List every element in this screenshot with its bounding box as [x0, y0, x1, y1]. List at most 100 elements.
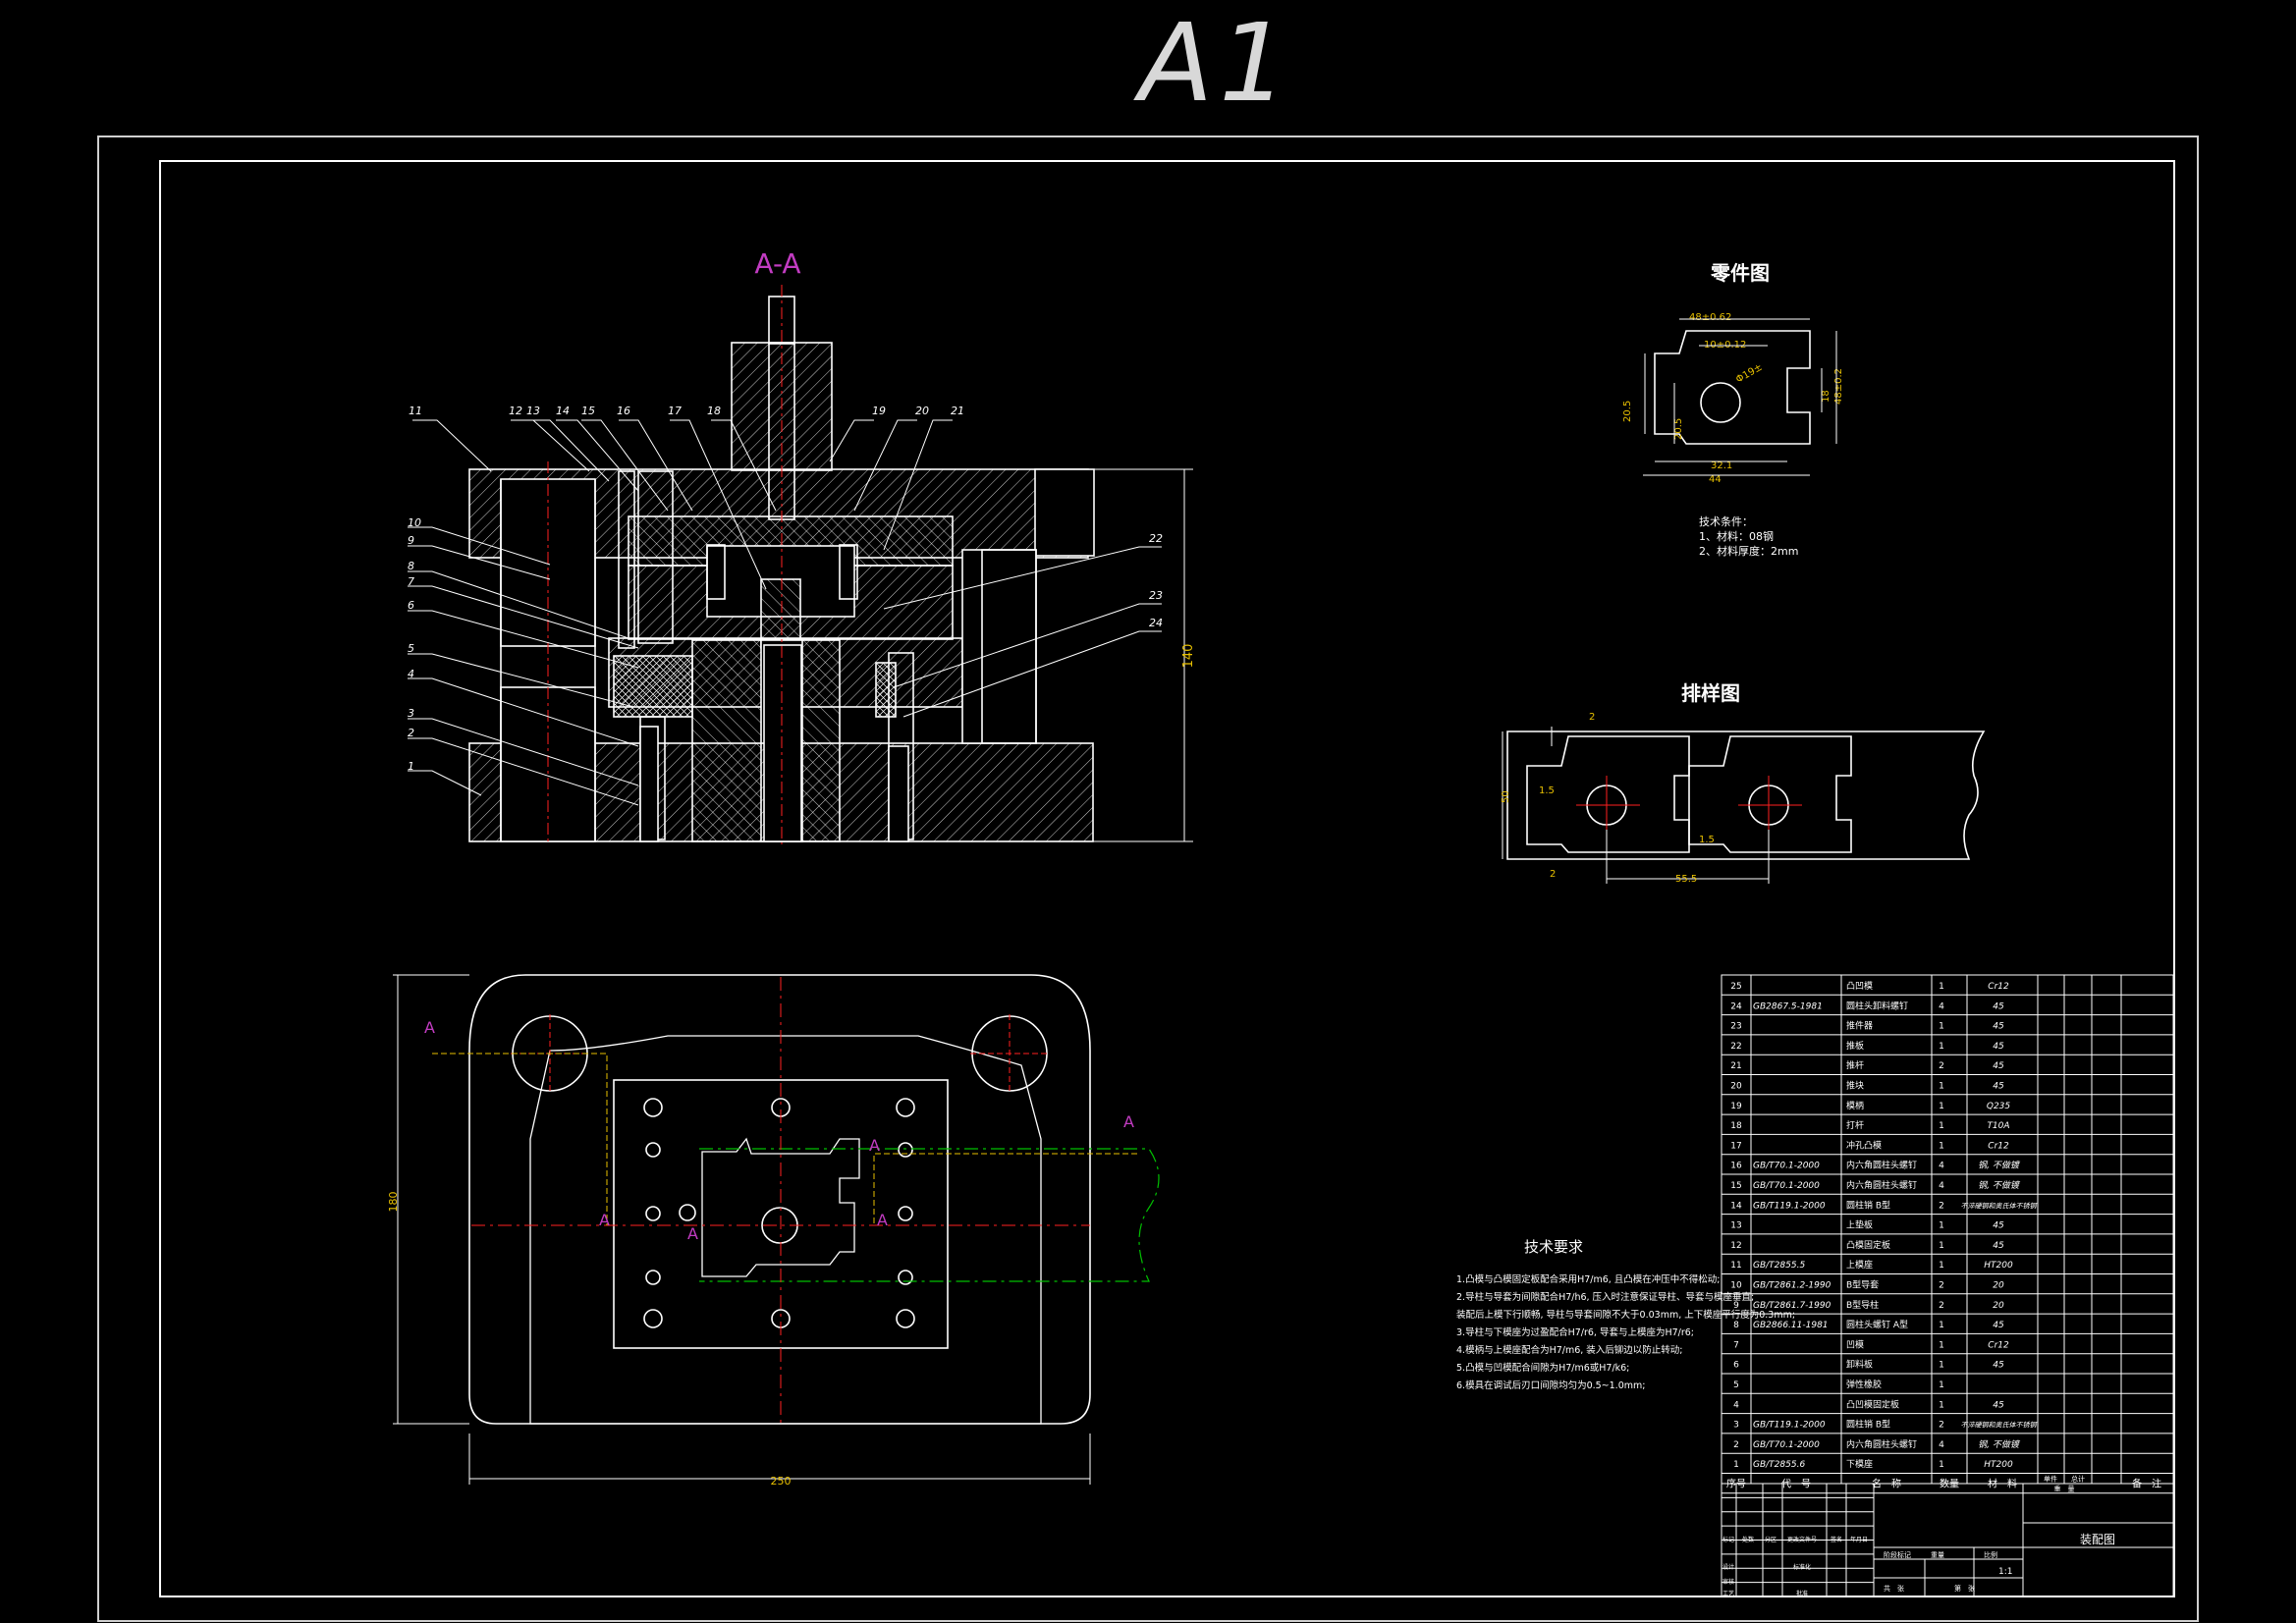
bom-cell: 1 — [1939, 1121, 1944, 1131]
bom-cell: 12 — [1730, 1241, 1741, 1251]
bom-cell: 21 — [1730, 1061, 1741, 1071]
bom-cell: GB2867.5-1981 — [1753, 1001, 1823, 1011]
callout-16: 16 — [617, 405, 630, 417]
callout-13: 13 — [526, 405, 540, 417]
inner-frame — [159, 160, 2175, 1597]
cut-label-a1: A — [424, 1018, 435, 1037]
tech-req-line-6: 5.凸模与凹模配合间隙为H7/m6或H7/k6; — [1456, 1362, 1629, 1374]
callout-18: 18 — [707, 405, 721, 417]
callout-2: 2 — [408, 727, 414, 739]
bom-cell: 24 — [1730, 1001, 1742, 1011]
bom-cell: T10A — [1987, 1121, 2009, 1131]
strip-boundary — [1506, 730, 1986, 860]
outer-frame — [97, 135, 2199, 1622]
callout-7: 7 — [408, 575, 414, 588]
bom-header-cell: 单件 — [2044, 1475, 2057, 1484]
dim-phi19: Φ19± — [1734, 362, 1765, 386]
title-cell-sheets: 共 张 — [1884, 1584, 1904, 1593]
callout-23: 23 — [1149, 589, 1163, 602]
bom-cell: 20 — [1993, 1301, 2004, 1311]
bom-cell: 6 — [1733, 1361, 1739, 1371]
bom-cell: 2 — [1939, 1201, 1944, 1211]
callout-leaders — [408, 419, 1162, 806]
bom-cell: 圆柱头卸料螺钉 — [1846, 1000, 1908, 1011]
callout-24: 24 — [1149, 617, 1163, 629]
bom-cell: 15 — [1730, 1181, 1741, 1191]
bom-cell: 9 — [1733, 1301, 1739, 1311]
tech-req-line-3: 装配后上模下行顺畅, 导柱与导套间隙不大于0.03mm, 上下模座平行度为0.3… — [1456, 1309, 1795, 1321]
bom-cell: 45 — [1993, 1001, 2004, 1011]
bom-cell: 45 — [1993, 1022, 2004, 1032]
bom-cell: GB/T2855.5 — [1753, 1261, 1805, 1271]
callout-6: 6 — [408, 599, 414, 612]
callout-15: 15 — [581, 405, 595, 417]
bom-cell: 模柄 — [1846, 1100, 1864, 1111]
bom-cell: Q235 — [1987, 1102, 2011, 1111]
bom-cell: 23 — [1730, 1022, 1741, 1032]
dim-20-5b: 20.5 — [1673, 418, 1684, 440]
bom-cell: 凸模固定板 — [1846, 1239, 1890, 1251]
bom-cell: 4 — [1733, 1400, 1739, 1410]
bom-cell: 8 — [1733, 1321, 1739, 1330]
bom-cell: 20 — [1993, 1281, 2004, 1291]
part-drawing: 零件图 48±0.62 10±0.12 Φ19± 20.5 20.5 32.1 … — [1622, 261, 1844, 558]
tech-requirements: 技术要求 1.凸模与凸模固定板配合采用H7/m6, 且凸模在冲压中不得松动; 2… — [1456, 1238, 1795, 1391]
title-cell: 设计 — [1722, 1563, 1734, 1571]
section-label: A-A — [754, 247, 800, 280]
bom-cell: 上模座 — [1846, 1259, 1873, 1271]
part-drawing-title: 零件图 — [1710, 261, 1770, 285]
bom-cell: 上垫板 — [1846, 1219, 1873, 1231]
callout-12: 12 — [509, 405, 522, 417]
bom-cell: 凹模 — [1846, 1339, 1864, 1350]
bom-cell: 打杆 — [1846, 1119, 1864, 1131]
bom-cell: 推杆 — [1846, 1059, 1864, 1071]
layout-dim-50: 50 — [1501, 790, 1511, 803]
bom-cell: 11 — [1730, 1261, 1741, 1271]
bom-cell: 1 — [1939, 1460, 1944, 1470]
dim-48: 48±0.62 — [1689, 312, 1731, 323]
bom-cell: 4 — [1939, 1001, 1944, 1011]
title-cell: 分区 — [1765, 1536, 1777, 1543]
bom-cell: 1 — [1939, 1400, 1944, 1410]
bom-cell: Cr12 — [1988, 982, 2009, 992]
bom-header-cell: 总计 — [2071, 1475, 2085, 1484]
callout-1: 1 — [408, 760, 414, 773]
bom-cell: 45 — [1993, 1042, 2004, 1052]
bom-cell: 下模座 — [1846, 1458, 1873, 1470]
bom-cell: 钢, 不做镀 — [1978, 1161, 2021, 1171]
callout-numbers: 11 12 13 14 15 16 17 18 19 20 21 10 9 8 … — [408, 405, 1163, 773]
bom-cell: HT200 — [1984, 1261, 2013, 1271]
bom-cell: 弹性橡胶 — [1846, 1379, 1882, 1390]
bom-cell: HT200 — [1984, 1460, 2013, 1470]
drawing-name: 装配图 — [2080, 1533, 2115, 1546]
title-cell: 年月日 — [1850, 1536, 1868, 1543]
width-dim-250: 250 — [771, 1475, 792, 1488]
title-cell: 批准 — [1796, 1590, 1808, 1597]
bom-cell: 1 — [1939, 1380, 1944, 1390]
bom-cell: 1 — [1733, 1460, 1739, 1470]
bom-cell: 1 — [1939, 1321, 1944, 1330]
bom-cell: 2 — [1733, 1440, 1739, 1450]
bom-cell: 内六角圆柱头螺钉 — [1846, 1438, 1917, 1450]
layout-dim-55-5: 55.5 — [1675, 874, 1697, 885]
tech-req-title: 技术要求 — [1524, 1238, 1583, 1256]
title-cell-weight: 重量 — [1931, 1551, 1944, 1559]
cut-label-a3: A — [599, 1211, 610, 1229]
title-cell: 标准化 — [1793, 1563, 1811, 1571]
callout-20: 20 — [915, 405, 929, 417]
bom-cell: GB/T70.1-2000 — [1753, 1181, 1820, 1191]
strip-layout-drawing: 排样图 2 1.5 1.5 50 55.5 2 — [1501, 681, 1986, 885]
bom-cell: GB/T119.1-2000 — [1753, 1421, 1826, 1431]
bom-cell: 45 — [1993, 1321, 2004, 1330]
bom-cell: 2 — [1939, 1281, 1944, 1291]
bom-cell: GB/T2861.2-1990 — [1753, 1281, 1831, 1291]
bom-cell: 1 — [1939, 1022, 1944, 1032]
bom-cell: 18 — [1730, 1121, 1742, 1131]
layout-dim-1-5a: 1.5 — [1539, 785, 1555, 796]
dim-48b: 48±0.2 — [1833, 368, 1844, 405]
title-cell: 更改文件号 — [1787, 1536, 1817, 1543]
bom-cell: GB/T70.1-2000 — [1753, 1162, 1820, 1171]
bom-cell: 不淬硬钢和奥氏体不锈钢 — [1961, 1422, 2038, 1430]
part-outline — [701, 1137, 860, 1277]
